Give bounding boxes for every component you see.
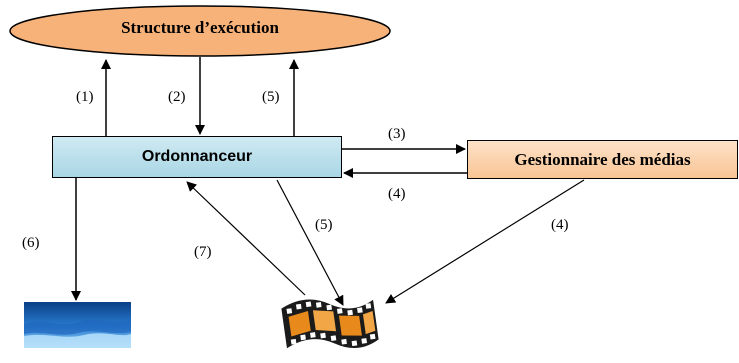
- label-3: (3): [388, 126, 406, 142]
- label-2: (2): [168, 89, 186, 105]
- label-6: (6): [22, 235, 40, 251]
- film-strip-image: [280, 290, 380, 358]
- execution-structure-label: Structure d’exécution: [121, 18, 279, 37]
- execution-structure-node: [9, 5, 391, 57]
- label-1: (1): [76, 89, 94, 105]
- label-5-top: (5): [262, 89, 280, 105]
- label-4-diag: (4): [551, 217, 569, 233]
- arrow-5-down: [276, 179, 344, 306]
- water-surface-icon: [24, 302, 131, 348]
- label-7: (7): [194, 244, 212, 260]
- film-strip-icon: [281, 299, 379, 349]
- media-manager-node: Gestionnaire des médias: [467, 140, 738, 179]
- arrow-7: [186, 181, 306, 296]
- scheduler-label: Ordonnanceur: [141, 148, 253, 165]
- scheduler-node: Ordonnanceur: [52, 136, 342, 178]
- arrow-4-diag: [385, 179, 585, 304]
- label-4-top: (4): [388, 186, 406, 202]
- label-5-diag: (5): [315, 217, 333, 233]
- water-surface-image: [24, 302, 131, 348]
- media-manager-label: Gestionnaire des médias: [514, 149, 691, 169]
